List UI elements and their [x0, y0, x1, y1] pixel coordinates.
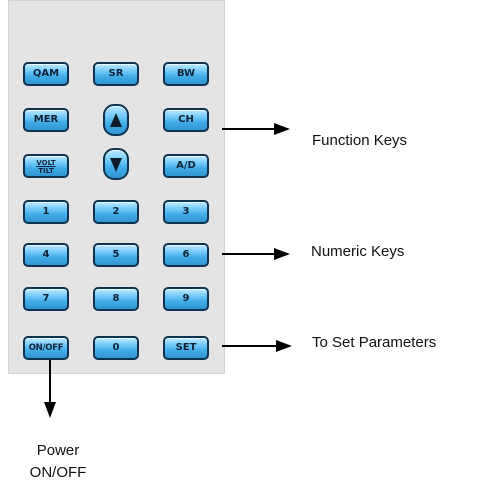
volt-tilt-key[interactable]: VOLT TILT — [23, 154, 69, 178]
power-label-line1: Power — [36, 442, 80, 459]
key-1[interactable]: 1 — [23, 200, 69, 224]
tilt-label: TILT — [38, 166, 54, 175]
on-off-key[interactable]: ON/OFF — [23, 336, 69, 360]
key-9[interactable]: 9 — [163, 287, 209, 311]
qam-key[interactable]: QAM — [23, 62, 69, 86]
down-arrow-key[interactable] — [103, 148, 129, 180]
key-3[interactable]: 3 — [163, 200, 209, 224]
key-4[interactable]: 4 — [23, 243, 69, 267]
key-2[interactable]: 2 — [93, 200, 139, 224]
set-key[interactable]: SET — [163, 336, 209, 360]
numeric-keys-arrow — [222, 248, 290, 260]
up-arrow-key[interactable] — [103, 104, 129, 136]
triangle-up-icon — [110, 113, 122, 127]
function-keys-arrow — [222, 123, 290, 135]
key-5[interactable]: 5 — [93, 243, 139, 267]
power-label-line2: ON/OFF — [29, 464, 87, 481]
key-8[interactable]: 8 — [93, 287, 139, 311]
mer-key[interactable]: MER — [23, 108, 69, 132]
power-arrow — [44, 360, 56, 418]
sr-key[interactable]: SR — [93, 62, 139, 86]
triangle-down-icon — [110, 158, 122, 172]
bw-key[interactable]: BW — [163, 62, 209, 86]
volt-label: VOLT — [36, 158, 56, 167]
ch-key[interactable]: CH — [163, 108, 209, 132]
key-7[interactable]: 7 — [23, 287, 69, 311]
power-label: Power ON/OFF — [18, 440, 98, 484]
key-6[interactable]: 6 — [163, 243, 209, 267]
ad-key[interactable]: A/D — [163, 154, 209, 178]
set-parameters-label: To Set Parameters — [312, 334, 437, 351]
function-keys-label: Function Keys — [312, 132, 408, 149]
numeric-keys-label: Numeric Keys — [311, 243, 405, 260]
key-0[interactable]: 0 — [93, 336, 139, 360]
set-parameters-arrow — [222, 340, 292, 352]
